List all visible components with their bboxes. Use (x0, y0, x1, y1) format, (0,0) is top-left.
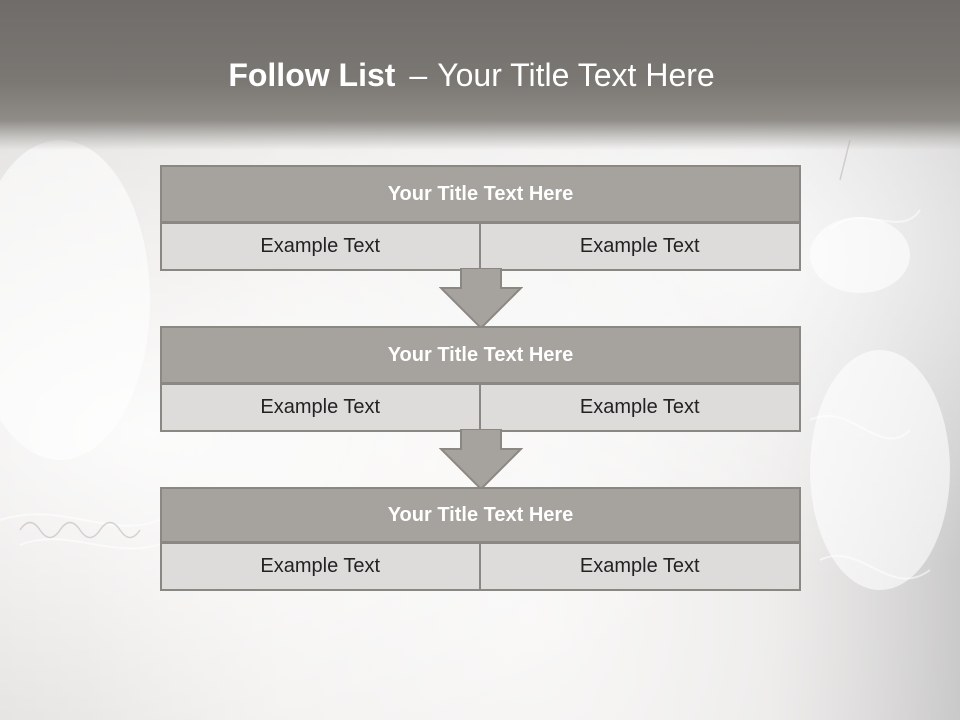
list-block-2: Your Title Text Here Example Text Exampl… (160, 326, 801, 432)
slide-title-bold: Follow List (228, 57, 396, 93)
block-heading: Your Title Text Here (160, 165, 801, 223)
block-heading: Your Title Text Here (160, 326, 801, 384)
block-cell-left: Example Text (160, 542, 481, 591)
header-band (0, 0, 960, 150)
block-cell-right: Example Text (480, 222, 801, 271)
down-arrow-icon (439, 268, 523, 330)
down-arrow-icon (439, 429, 523, 491)
block-cell-right: Example Text (480, 383, 801, 432)
slide-title-rest: Your Title Text Here (437, 57, 715, 93)
slide-title-separator: – (409, 57, 428, 93)
block-cell-right: Example Text (480, 542, 801, 591)
block-row: Example Text Example Text (160, 542, 801, 591)
block-row: Example Text Example Text (160, 383, 801, 432)
block-cell-left: Example Text (160, 222, 481, 271)
list-block-3: Your Title Text Here Example Text Exampl… (160, 487, 801, 593)
slide-title: Follow List–Your Title Text Here (0, 52, 943, 98)
list-block-1: Your Title Text Here Example Text Exampl… (160, 165, 801, 271)
block-row: Example Text Example Text (160, 222, 801, 271)
block-cell-left: Example Text (160, 383, 481, 432)
block-heading: Your Title Text Here (160, 487, 801, 543)
